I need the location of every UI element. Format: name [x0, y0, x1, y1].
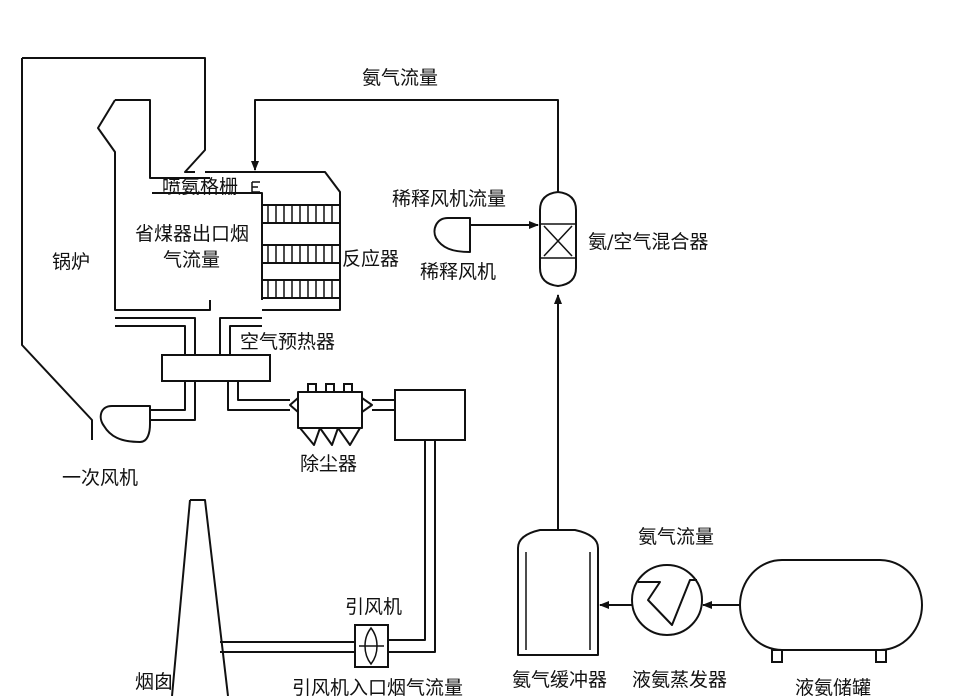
label-economizer-outlet-1: 省煤器出口烟	[135, 223, 249, 245]
dilution-fan-icon	[433, 217, 471, 253]
induced-fan-icon	[354, 624, 389, 668]
liquid-ammonia-evaporator-icon	[631, 564, 703, 636]
ammonia-buffer-icon	[517, 529, 599, 656]
label-boiler: 锅炉	[52, 251, 90, 273]
label-ammonia-buffer: 氨气缓冲器	[512, 669, 607, 691]
label-mixer: 氨/空气混合器	[588, 231, 708, 253]
flue-transition-box	[394, 389, 466, 441]
air-preheater-box	[161, 354, 271, 382]
ammonia-grid-icon	[251, 181, 260, 193]
primary-fan-icon	[99, 381, 196, 443]
label-induced-fan: 引风机	[345, 596, 402, 618]
label-ammonia-flow-top: 氨气流量	[362, 67, 438, 89]
reactor-catalyst-layers	[261, 204, 341, 299]
label-air-preheater: 空气预热器	[240, 331, 335, 353]
label-dilution-fan: 稀释风机	[420, 261, 496, 283]
duct-to-chimney	[220, 641, 355, 653]
flue-duct-upper	[152, 171, 341, 311]
label-reactor: 反应器	[342, 248, 399, 270]
catalyst-hatching	[267, 205, 333, 298]
ammonia-air-mixer-icon	[539, 185, 577, 287]
label-dust-collector: 除尘器	[300, 453, 357, 475]
label-liquid-ammonia-tank: 液氨储罐	[795, 677, 871, 696]
label-dilution-fan-flow: 稀释风机流量	[392, 188, 506, 210]
duct-to-dust-collector	[227, 381, 290, 411]
label-liquid-ammonia-evaporator: 液氨蒸发器	[632, 669, 727, 691]
label-chimney: 烟囱	[135, 671, 173, 693]
catalyst-layer-1	[261, 204, 341, 224]
label-primary-fan: 一次风机	[62, 467, 138, 489]
liquid-ammonia-tank-icon	[739, 559, 923, 663]
label-economizer-outlet-2: 气流量	[163, 249, 220, 271]
flow-arrow-mixer-to-grid	[251, 99, 559, 185]
dust-collector-icon	[289, 383, 373, 446]
duct-to-fan-box	[372, 389, 466, 653]
boiler-body	[21, 57, 211, 440]
catalyst-layer-2	[261, 244, 341, 264]
catalyst-layer-3	[261, 279, 341, 299]
chimney-icon	[171, 499, 229, 696]
label-ammonia-flow-bottom: 氨气流量	[638, 526, 714, 548]
flue-duct-lower	[115, 317, 262, 355]
label-induced-fan-inlet-flow: 引风机入口烟气流量	[292, 677, 463, 696]
label-ammonia-grid: 喷氨格栅	[162, 176, 238, 198]
